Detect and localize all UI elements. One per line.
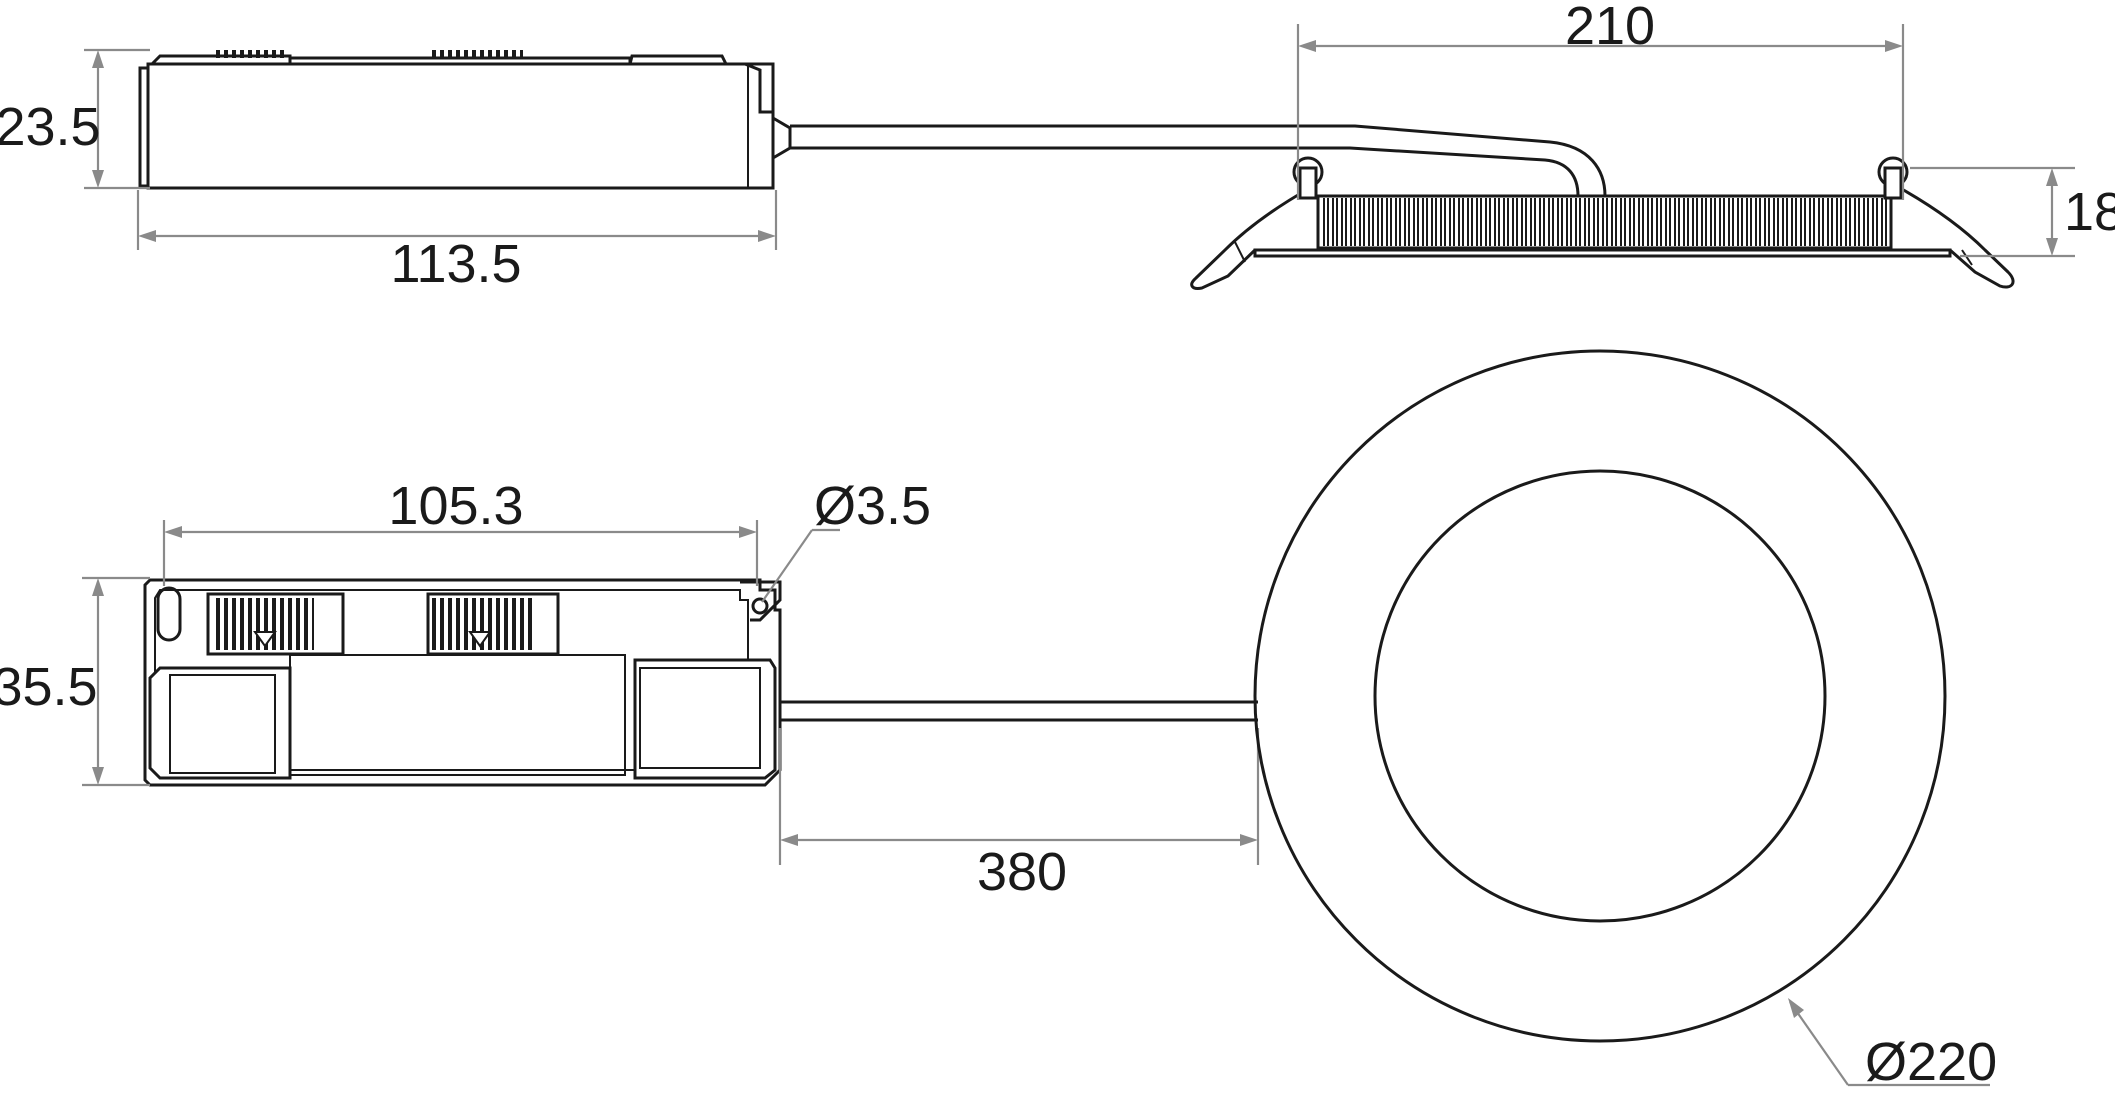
dimension-lamp-height: 18 xyxy=(1910,166,2115,258)
driver-top-view xyxy=(143,578,782,787)
dim-label-hole: Ø3.5 xyxy=(814,476,931,536)
dim-label-105-3: 105.3 xyxy=(388,476,523,536)
dimension-lamp-diameter: Ø220 xyxy=(1788,998,1997,1092)
lamp-side-view xyxy=(1190,156,2015,290)
dimension-driver-top-width: 105.3 xyxy=(162,476,759,586)
dim-label-380: 380 xyxy=(977,842,1067,902)
dimension-driver-side-width: 113.5 xyxy=(136,190,778,294)
dim-label-23-5: 23.5 xyxy=(0,97,101,157)
top-cable xyxy=(780,700,1258,722)
dimension-driver-top-height: 35.5 xyxy=(0,576,150,787)
dim-label-113-5: 113.5 xyxy=(390,234,521,294)
dim-label-18: 18 xyxy=(2064,182,2115,242)
dim-label-210: 210 xyxy=(1565,0,1655,56)
dimension-lamp-width: 210 xyxy=(1296,0,1905,200)
lamp-front-view xyxy=(1253,349,1947,1043)
dim-label-220: Ø220 xyxy=(1865,1032,1997,1092)
dimension-driver-side-height: 23.5 xyxy=(0,48,150,190)
dimension-mount-hole: Ø3.5 xyxy=(761,476,931,603)
dimension-cable-length: 380 xyxy=(778,728,1260,902)
lamp-outer-rim xyxy=(1253,349,1947,1043)
lamp-inner-diffuser xyxy=(1373,469,1827,923)
driver-side-view xyxy=(138,50,792,190)
dim-label-35-5: 35.5 xyxy=(0,657,98,717)
side-cable xyxy=(790,124,1607,197)
